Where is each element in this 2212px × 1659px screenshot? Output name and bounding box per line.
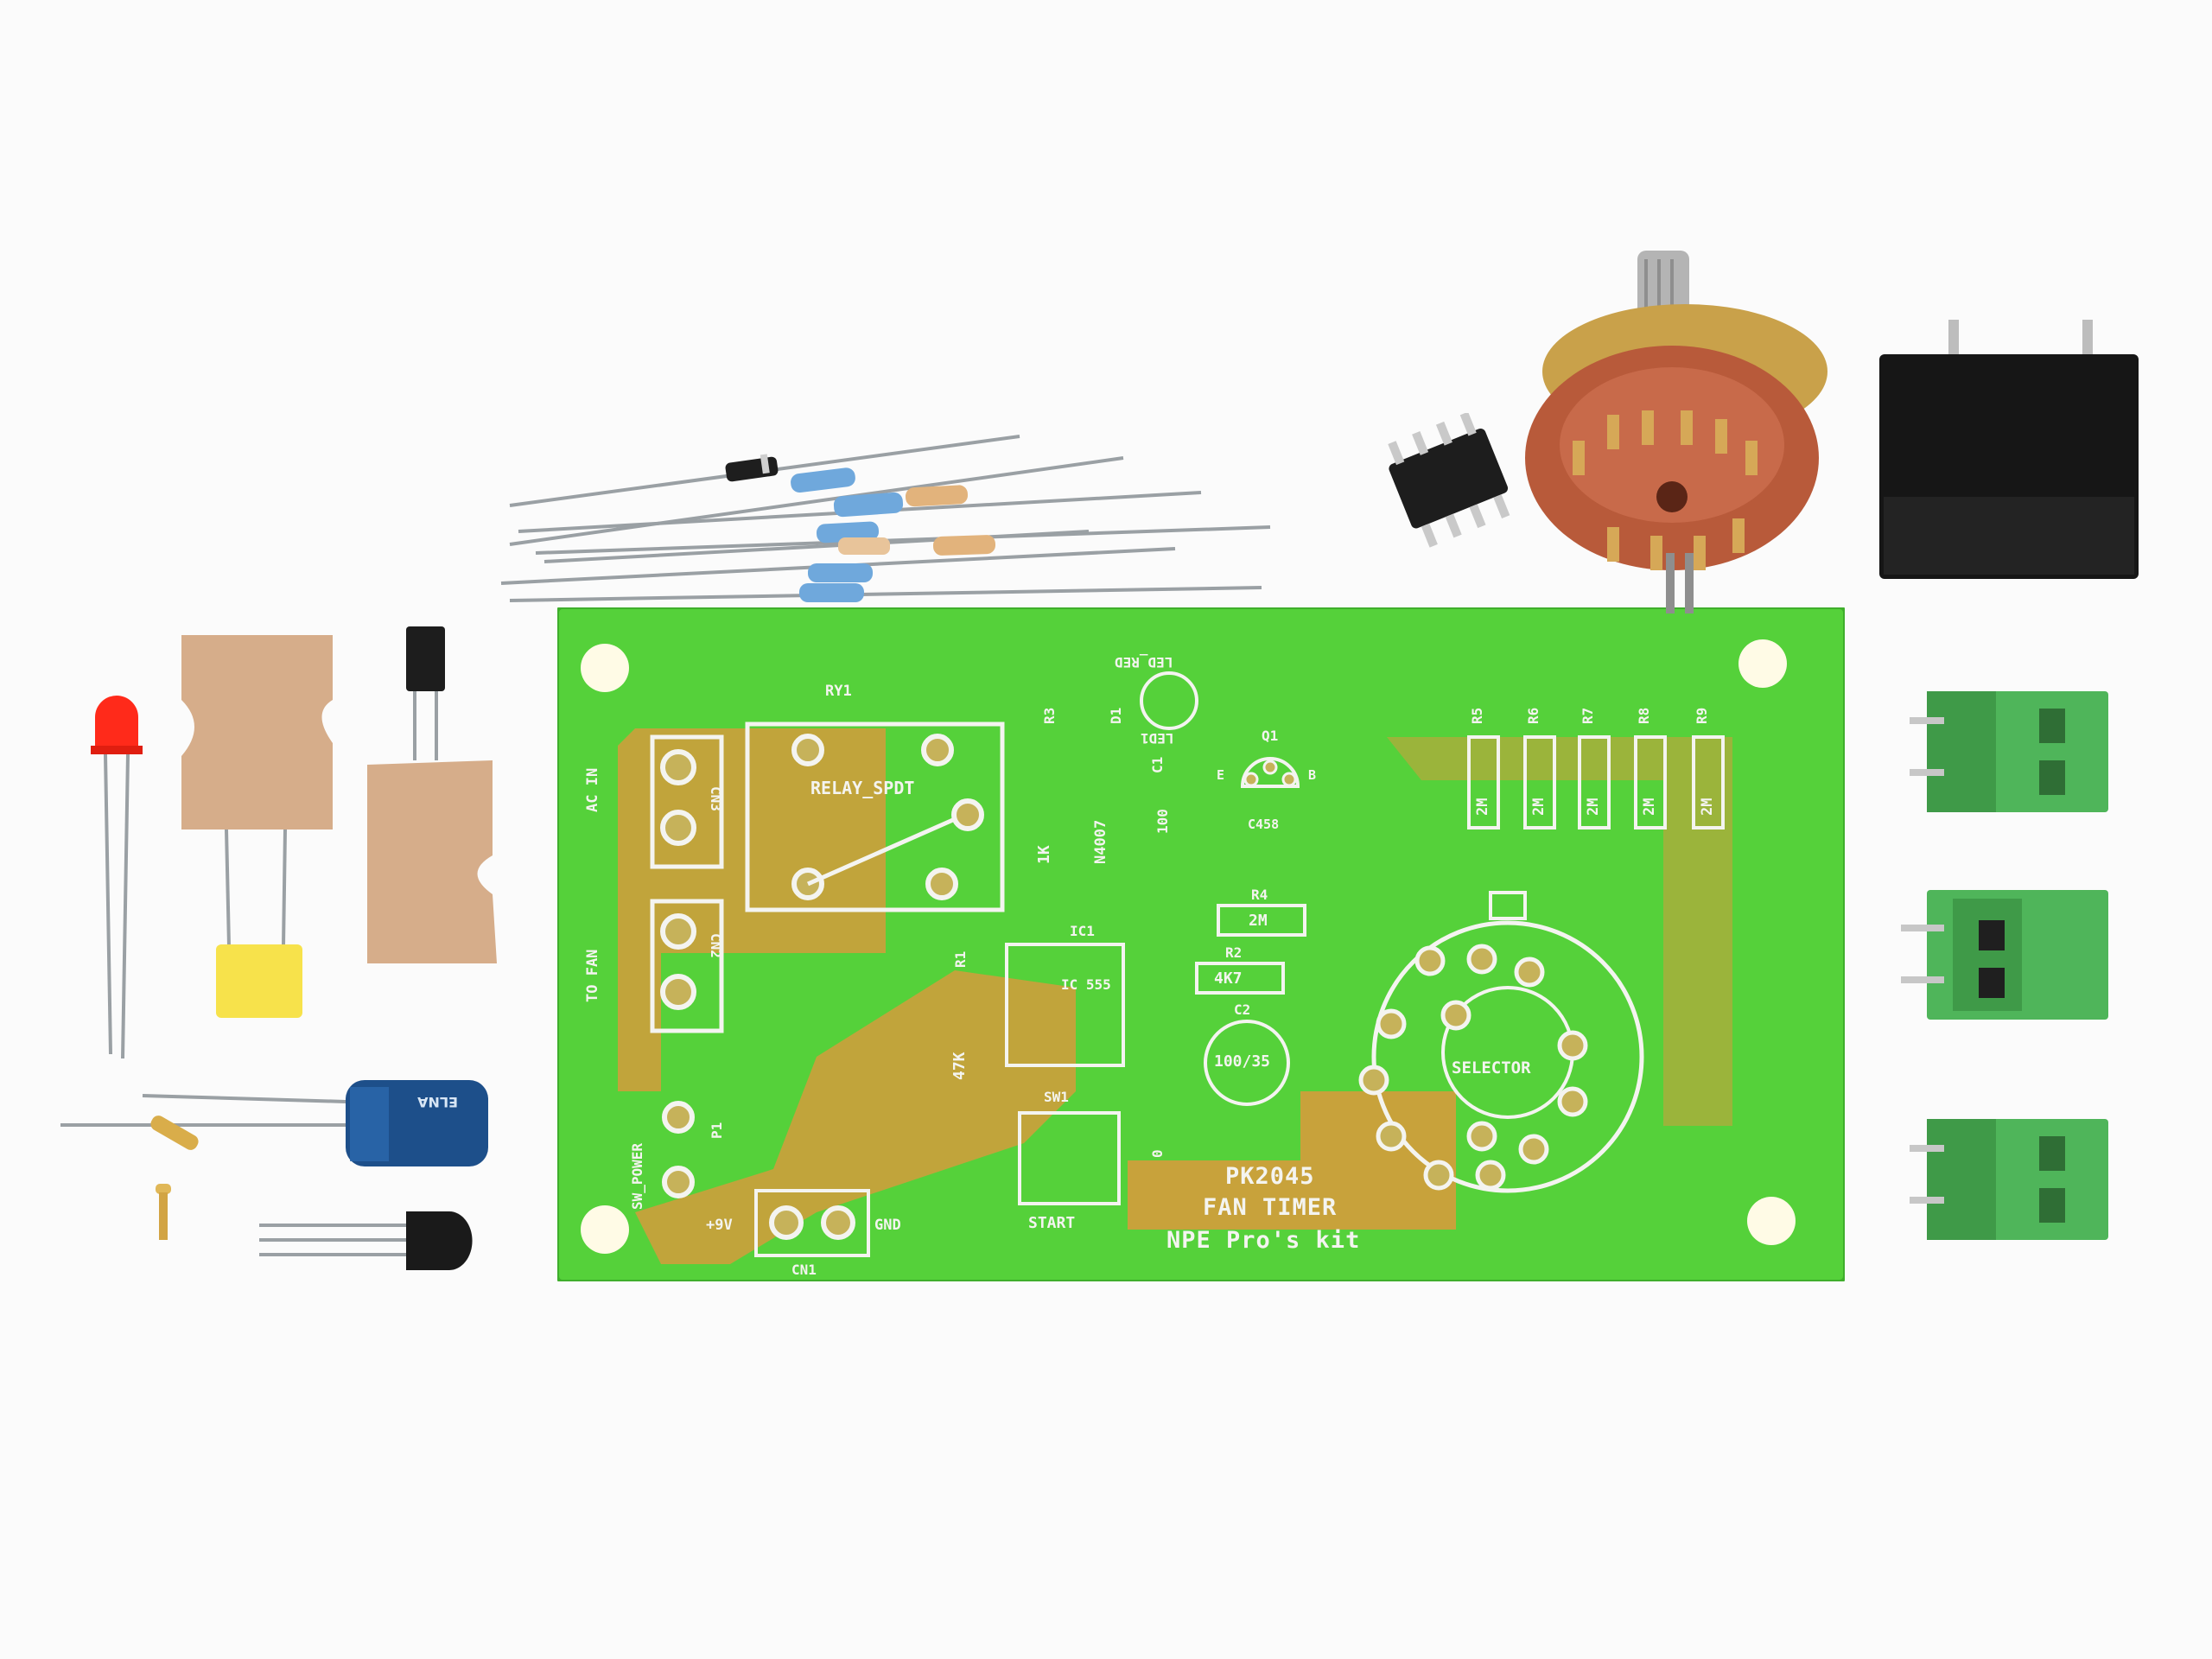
silk-selector: SELECTOR bbox=[1452, 1058, 1531, 1077]
silk-q1-part: C458 bbox=[1248, 817, 1280, 832]
silk-r8: R8 bbox=[1636, 707, 1652, 724]
rotary-switch bbox=[1525, 251, 1827, 613]
silk-r4-val: 2M bbox=[1249, 912, 1268, 930]
axial-components-bundle bbox=[500, 435, 1271, 602]
silk-cn3: CN3 bbox=[708, 786, 724, 811]
silk-r3: R3 bbox=[1041, 707, 1058, 724]
silk-start: START bbox=[1028, 1214, 1076, 1232]
selector-pads bbox=[1358, 944, 1588, 1191]
silk-relay: RELAY_SPDT bbox=[810, 778, 915, 798]
silk-9v: +9V bbox=[706, 1217, 733, 1234]
silk-d1-val: N4007 bbox=[1092, 819, 1109, 864]
silk-r3-val: 1K bbox=[1035, 845, 1053, 864]
silk-r4: R4 bbox=[1251, 887, 1268, 903]
silk-d1: D1 bbox=[1108, 707, 1124, 724]
silk-r6: R6 bbox=[1525, 707, 1541, 724]
terminal-block-2 bbox=[1901, 890, 2108, 1020]
mounting-hole bbox=[581, 644, 629, 692]
silk-ic1: IC1 bbox=[1070, 923, 1095, 939]
pcb-board bbox=[557, 607, 1845, 1281]
silk-r2: R2 bbox=[1225, 944, 1243, 961]
silk-c-small: 0 bbox=[1149, 1149, 1166, 1158]
silk-cn1: CN1 bbox=[791, 1262, 817, 1278]
silk-r6-val: 2M bbox=[1530, 798, 1548, 816]
electrolytic-capacitor: ELNA bbox=[60, 1080, 488, 1166]
silk-r9-val: 2M bbox=[1699, 798, 1716, 816]
silk-r2-val: 4K7 bbox=[1214, 969, 1243, 988]
brass-screws bbox=[150, 1116, 199, 1240]
silk-sw-power: SW_POWER bbox=[629, 1142, 645, 1210]
silk-c1: C1 bbox=[1149, 756, 1166, 773]
film-capacitor-with-card bbox=[181, 635, 333, 1018]
silk-q1-b: B bbox=[1308, 767, 1317, 783]
silk-title-3: NPE Pro's kit bbox=[1166, 1227, 1361, 1254]
transistor bbox=[259, 1211, 473, 1270]
ic-555-chip bbox=[1388, 413, 1510, 548]
tact-switch-with-card bbox=[367, 626, 497, 963]
silk-cn2: CN2 bbox=[708, 933, 724, 958]
silk-title-2: FAN TIMER bbox=[1203, 1194, 1338, 1221]
silk-ac-in: AC IN bbox=[584, 767, 601, 812]
silk-q1: Q1 bbox=[1262, 728, 1279, 744]
silk-led1: LED1 bbox=[1141, 730, 1174, 747]
silk-r7: R7 bbox=[1580, 707, 1596, 724]
silk-sw1: SW1 bbox=[1044, 1089, 1069, 1105]
mounting-hole bbox=[581, 1205, 629, 1254]
silk-ic-label: IC 555 bbox=[1061, 976, 1111, 993]
silk-to-fan: TO FAN bbox=[584, 949, 601, 1002]
mounting-hole bbox=[1738, 639, 1787, 688]
silk-title-1: PK2045 bbox=[1225, 1163, 1315, 1190]
silk-r7-val: 2M bbox=[1585, 798, 1602, 816]
silk-c1-val: 100 bbox=[1154, 809, 1171, 834]
red-led bbox=[91, 696, 143, 1059]
silk-q1-e: E bbox=[1217, 767, 1225, 783]
silk-r5-val: 2M bbox=[1474, 798, 1491, 816]
silk-r8-val: 2M bbox=[1641, 798, 1658, 816]
silk-c2-val: 100/35 bbox=[1214, 1052, 1271, 1071]
silk-ry1: RY1 bbox=[825, 683, 852, 700]
relay-black bbox=[1879, 320, 2139, 579]
terminal-block-1 bbox=[1910, 691, 2108, 812]
silk-led-red: LED_RED bbox=[1115, 654, 1173, 671]
mounting-hole bbox=[1747, 1197, 1796, 1245]
cap-brand-text: ELNA bbox=[416, 1094, 458, 1110]
diode bbox=[725, 454, 779, 482]
q1-outline bbox=[1240, 757, 1300, 788]
silk-c2: C2 bbox=[1234, 1001, 1251, 1018]
silk-gnd: GND bbox=[874, 1217, 901, 1234]
silk-r1-val: 47K bbox=[950, 1052, 969, 1080]
terminal-block-3 bbox=[1910, 1119, 2108, 1240]
silk-r5: R5 bbox=[1469, 707, 1485, 724]
silk-p1: P1 bbox=[709, 1122, 725, 1139]
silk-r9: R9 bbox=[1694, 707, 1710, 724]
silk-r1: R1 bbox=[952, 950, 969, 968]
